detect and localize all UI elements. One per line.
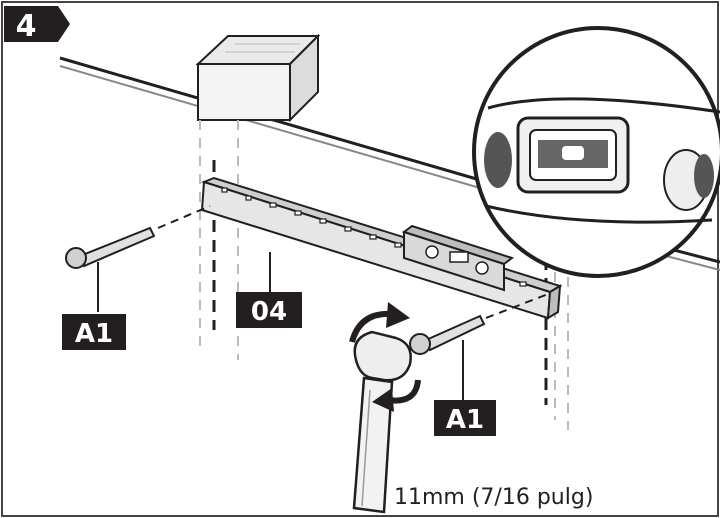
label-screw-right: A1 [434, 400, 496, 436]
label-screw-right-text: A1 [446, 405, 484, 435]
screw-right [409, 293, 549, 400]
label-bracket-text: 04 [251, 297, 287, 327]
step-number: 4 [16, 9, 37, 44]
label-bracket: 04 [236, 292, 302, 328]
bubble-level [401, 224, 515, 292]
level-zoom-inset [472, 26, 720, 278]
wrench-size-caption: 11mm (7/16 pulg) [394, 485, 593, 510]
rotation-arrowhead-top [386, 302, 410, 328]
label-screw-left: A1 [62, 314, 126, 350]
label-screw-left-text: A1 [75, 319, 113, 349]
rotation-arrowhead-bottom [372, 388, 394, 412]
wood-block [195, 33, 321, 123]
screw-left [65, 205, 211, 312]
wrench [352, 330, 412, 514]
step-badge: 4 [4, 6, 70, 44]
